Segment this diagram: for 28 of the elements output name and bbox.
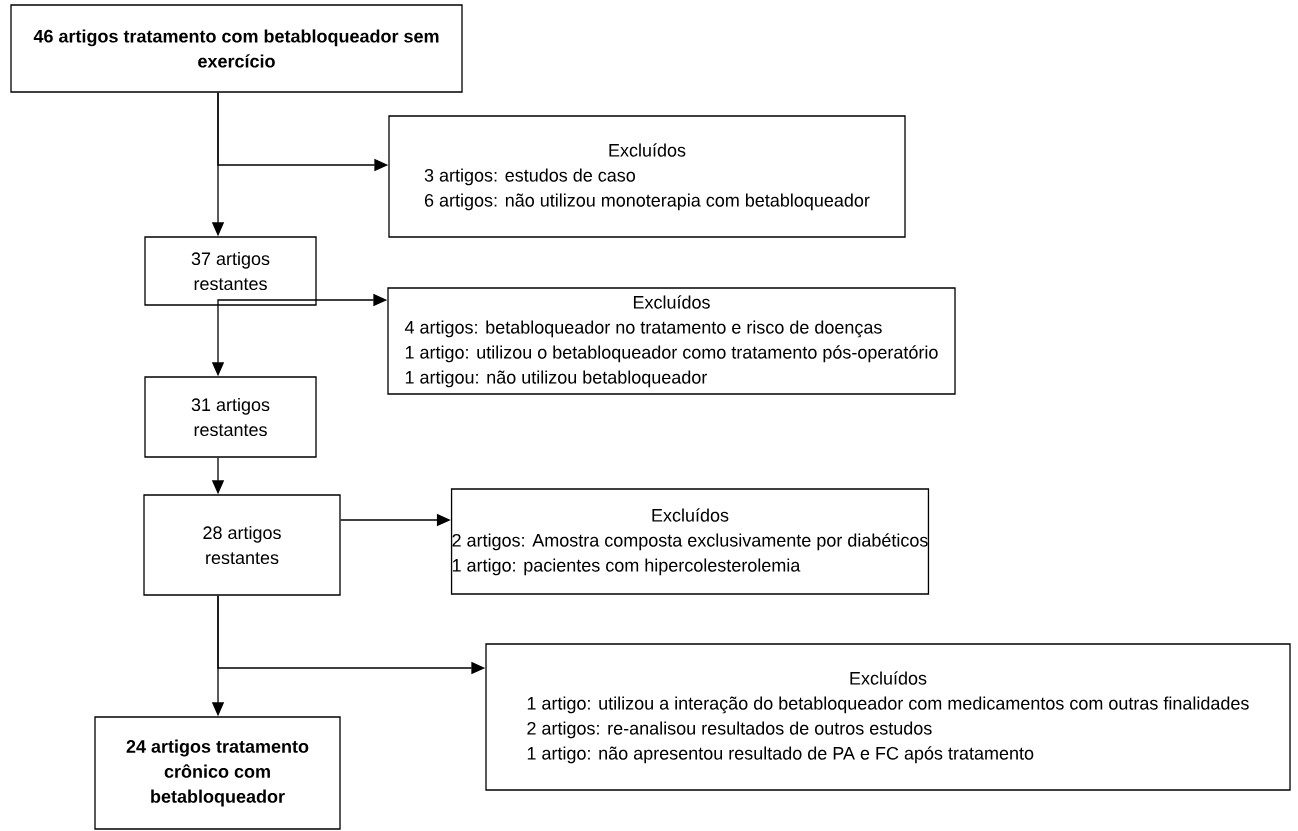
exclusion-box (388, 115, 906, 238)
box-text: 24 artigos tratamento crônico com betabloqueador (126, 739, 309, 807)
exclusion-box (387, 287, 956, 395)
exclusion-item: 4 artigos: betabloqueador no tratamento e risco de doenças (404, 320, 882, 338)
box-heading: Excluídos (652, 508, 729, 522)
count-box (143, 494, 341, 596)
exclusion-item: 2 artigos: Amostra composta exclusivamente por diabéticos (452, 533, 928, 551)
exclusion-item: 1 artigo: utilizou o betabloqueador como tratamento pós-operatório (405, 345, 938, 363)
exclusion-item: 1 artigo: pacientes com hipercolesterolemia (452, 558, 801, 576)
box-heading: Excluídos (609, 143, 686, 157)
count-box (144, 376, 317, 458)
exclusion-item: 3 artigos: estudos de caso (424, 168, 636, 186)
exclusion-item: 2 artigos: re-analisou resultados de outros estudos (527, 721, 932, 739)
exclusion-item: 1 artigo: não apresentou resultado de PA e FC após tratamento (527, 746, 1034, 764)
exclusion-item: 6 artigos: não utilizou monoterapia com betabloqueador (424, 193, 870, 211)
exclusion-item: 1 artigou: não utilizou betabloqueador (405, 370, 707, 388)
count-box (94, 716, 341, 830)
exclusion-item: 1 artigo: utilizou a interação do betabloqueador com medicamentos com outras finalidades (527, 696, 1249, 714)
box-heading: Excluídos (633, 295, 710, 309)
box-text: 46 artigos tratamento com betabloqueador sem exercício (33, 29, 439, 68)
exclusion-box (450, 488, 930, 595)
box-text: 37 artigos restantes (191, 251, 270, 291)
box-heading: Excluídos (850, 671, 927, 685)
exclusion-box (485, 643, 1291, 791)
count-box (10, 4, 463, 93)
box-text: 28 artigos restantes (203, 525, 281, 565)
count-box (144, 236, 317, 306)
box-text: 31 artigos restantes (191, 397, 270, 437)
